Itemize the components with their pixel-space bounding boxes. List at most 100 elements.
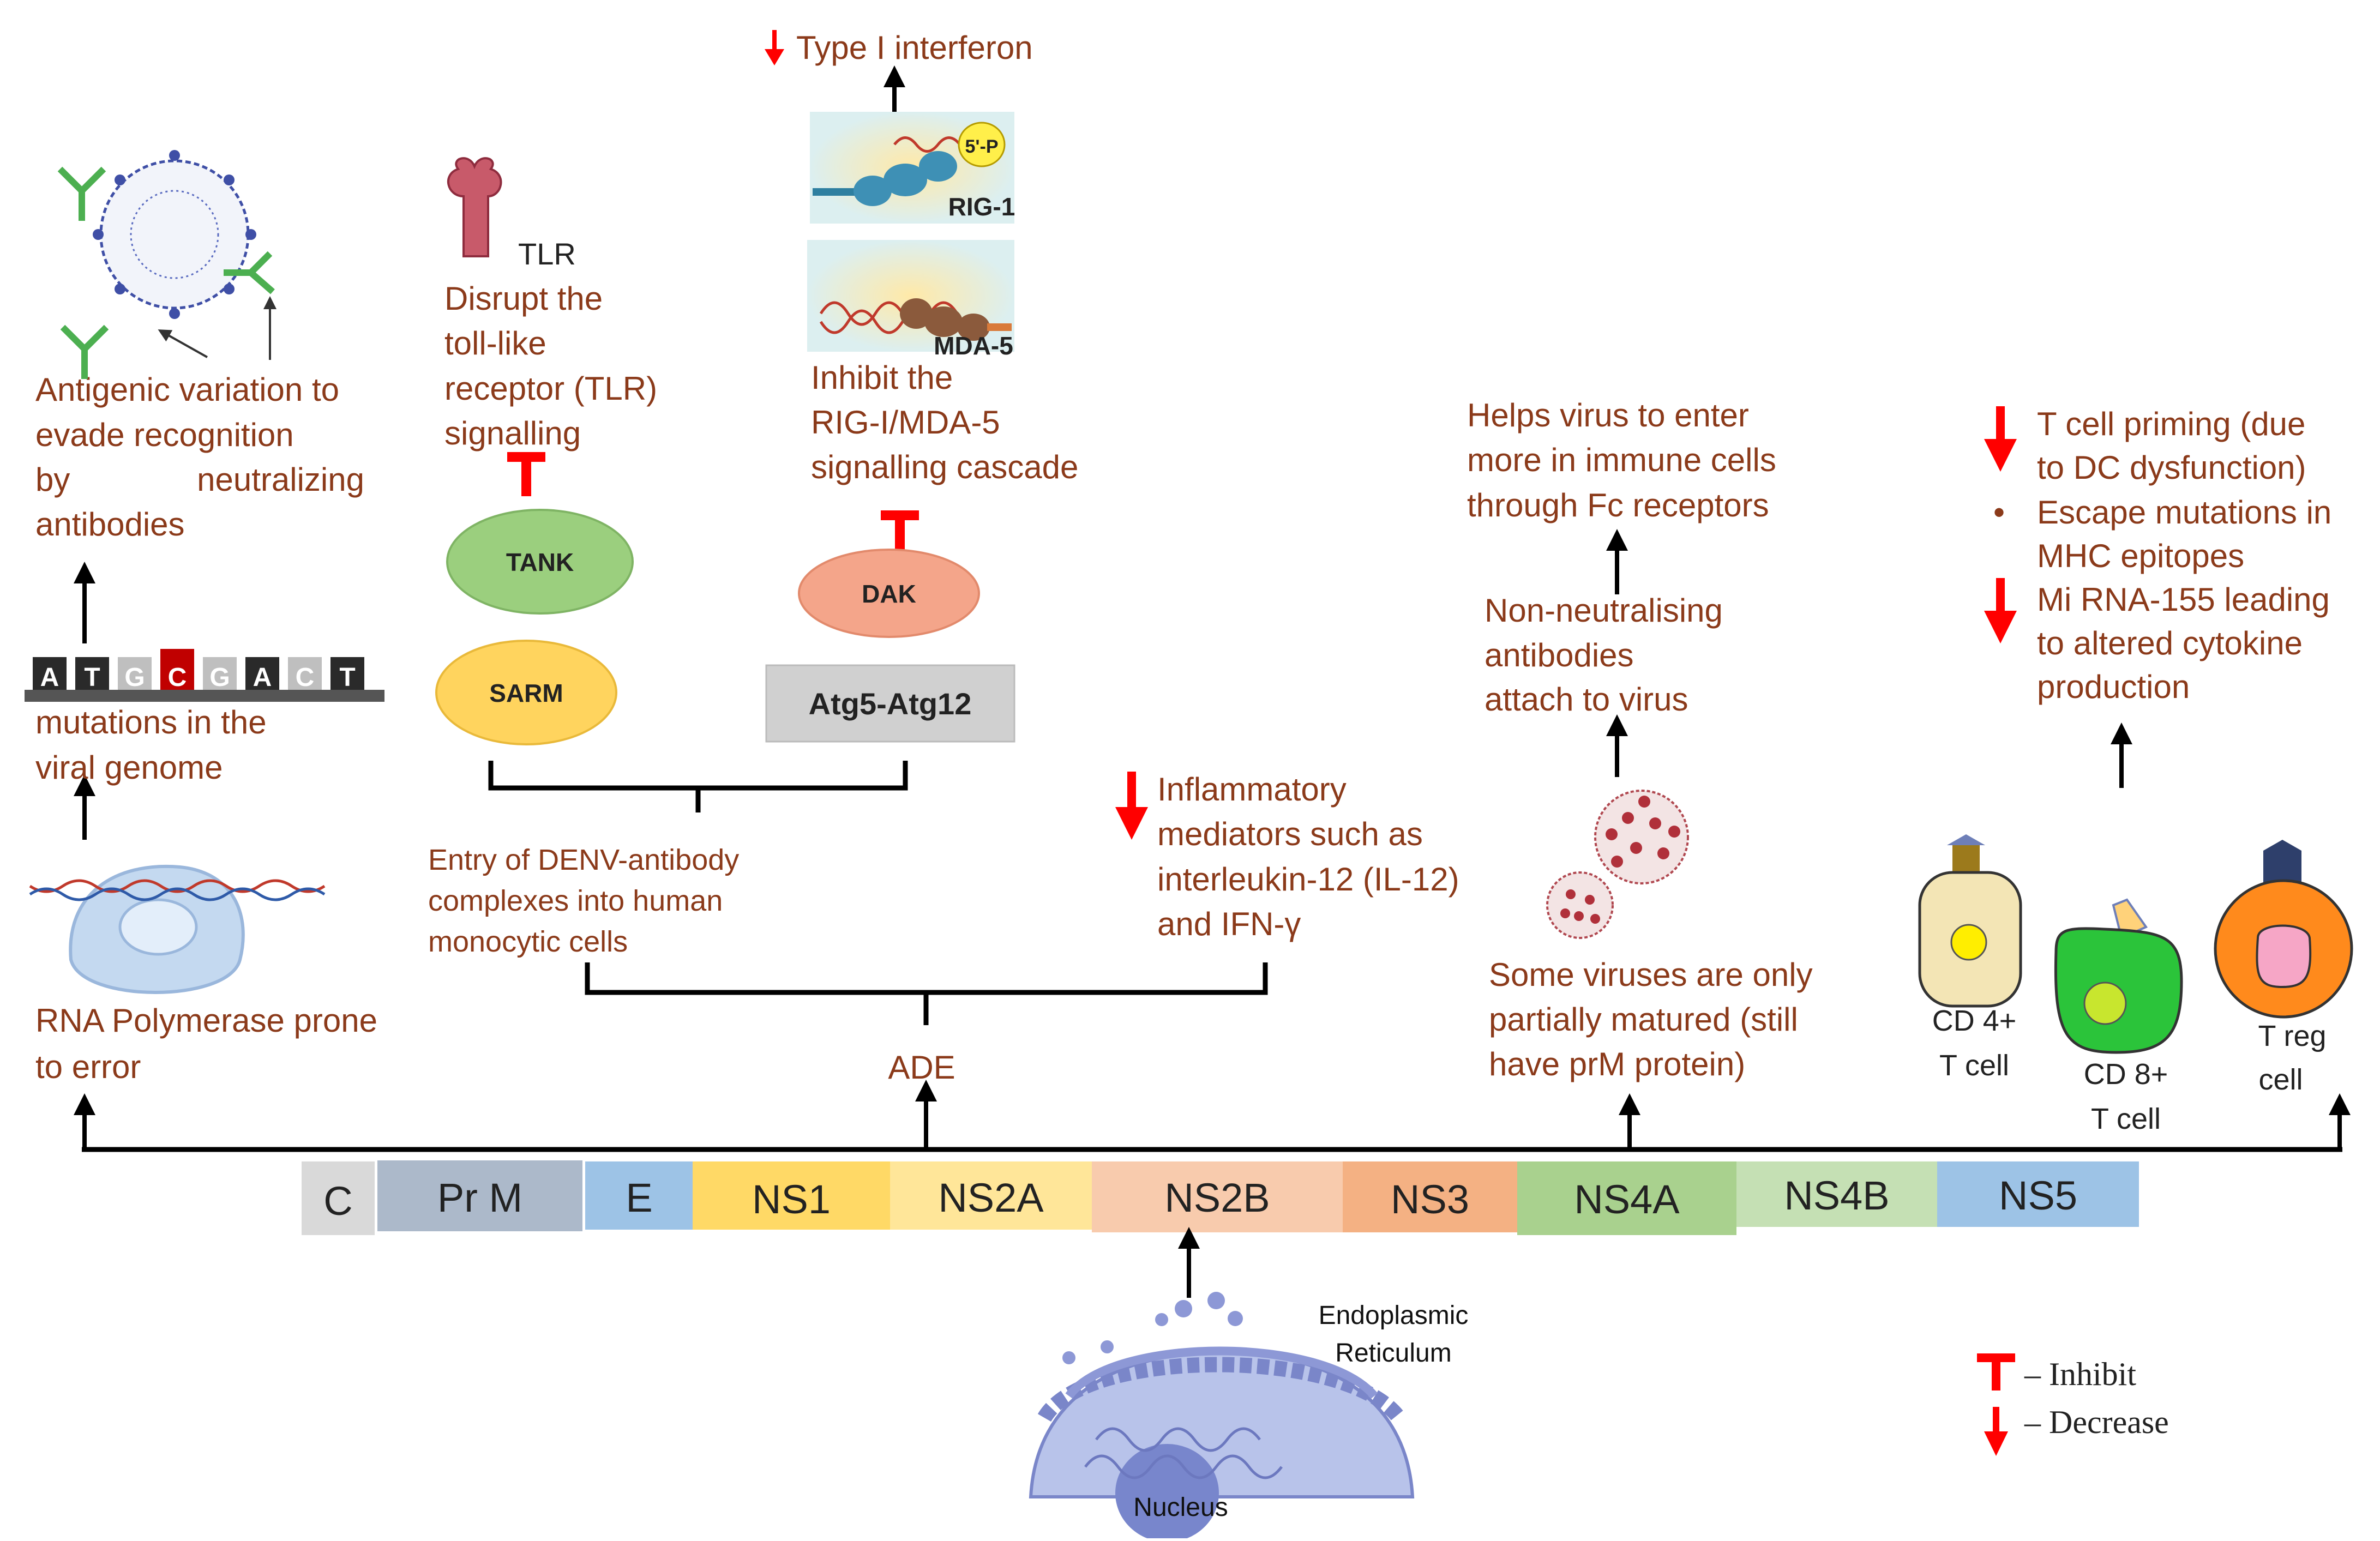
atg-label: Atg5-Atg12 — [809, 687, 972, 721]
tlr-receptor-icon — [447, 157, 502, 257]
inflam-line1: Inflammatory — [1157, 771, 1347, 808]
rig1-cap-label: 5'-P — [965, 136, 999, 157]
mutations-line2: viral genome — [35, 749, 223, 786]
tcell-line1: T cell priming (due — [2037, 406, 2305, 442]
main-baseline — [74, 1080, 2351, 1152]
inflam-line3: interleukin-12 (IL-12) — [1157, 861, 1459, 898]
escape-bullet: • — [1993, 494, 2005, 531]
tank-node — [446, 509, 634, 615]
inflam-line2: mediators such as — [1157, 816, 1423, 852]
treg-cell-icon — [2214, 840, 2353, 1019]
dna-box-g1 — [118, 657, 152, 690]
type1-interferon: Type I interferon — [796, 29, 1033, 66]
decrease-arrow-ifn — [765, 30, 784, 65]
dna-letter-t2: T — [339, 663, 355, 692]
mirna-line3: production — [2037, 669, 2190, 705]
er-nucleus-illustration — [1029, 1227, 1415, 1541]
antigenic-line2: evade recognition — [35, 417, 294, 453]
segment-ns4a — [1517, 1161, 1736, 1235]
helps-line1: Helps virus to enter — [1467, 397, 1749, 434]
segment-ns4b-label: NS4B — [1784, 1173, 1889, 1218]
segment-prm — [377, 1160, 582, 1231]
inhibit-icon-rig — [881, 510, 919, 553]
rig1-label: RIG-1 — [948, 192, 1015, 221]
mirna-line2: to altered cytokine — [2037, 625, 2303, 661]
rna-polymerase-line2: to error — [35, 1049, 141, 1085]
inhibit-icon-tlr — [507, 452, 545, 496]
legend-inhibit-icon — [1977, 1353, 2015, 1390]
tank-label: TANK — [506, 548, 574, 576]
segment-c — [302, 1161, 375, 1235]
nonneut-line3: attach to virus — [1485, 681, 1688, 718]
nonneut-line1: Non-neutralising — [1485, 592, 1723, 629]
partial-line1: Some viruses are only — [1489, 956, 1813, 993]
dna-letter-c-mutated: C — [168, 663, 187, 692]
segment-ns3-label: NS3 — [1391, 1177, 1469, 1222]
bracket-lower — [585, 962, 1268, 1025]
ade-label: ADE — [888, 1049, 955, 1086]
inflam-line4: and IFN-γ — [1157, 906, 1301, 942]
dak-node — [798, 549, 980, 638]
dna-box-a — [33, 657, 67, 690]
tlr-label: TLR — [518, 237, 576, 271]
immature-virus-illustration — [1546, 790, 1689, 939]
helps-line3: through Fc receptors — [1467, 487, 1769, 523]
er-label-1: Endoplasmic — [1319, 1301, 1469, 1330]
antigenic-line3b: neutralizing — [197, 461, 364, 498]
mda5-label: MDA-5 — [934, 332, 1013, 360]
segment-ns4b — [1736, 1161, 1937, 1227]
segment-ns5 — [1937, 1161, 2139, 1227]
segment-ns2b-label: NS2B — [1164, 1175, 1270, 1220]
dna-box-g2 — [203, 657, 237, 690]
decrease-arrow-tcell — [1984, 406, 2017, 472]
cd4-label-2: T cell — [1939, 1049, 2009, 1082]
cd4-label-1: CD 4+ — [1932, 1004, 2017, 1037]
segment-ns1-label: NS1 — [752, 1177, 831, 1222]
legend-decrease-label: – Decrease — [2024, 1404, 2169, 1440]
legend: – Inhibit – Decrease — [1977, 1353, 2169, 1456]
segment-ns2a — [890, 1161, 1092, 1230]
tlr-text-line3: receptor (TLR) — [444, 370, 657, 407]
nucleus-label: Nucleus — [1133, 1493, 1228, 1522]
antigenic-line1: Antigenic variation to — [35, 371, 339, 408]
treg-label-1: T reg — [2258, 1020, 2326, 1052]
partial-line2: partially matured (still — [1489, 1001, 1798, 1038]
cd4-tcell-icon — [1918, 834, 2022, 1008]
dna-box-t2 — [330, 657, 364, 690]
antigenic-line3a: by — [35, 461, 70, 498]
dna-letter-g1: G — [124, 663, 145, 692]
polymerase-illustration — [29, 865, 326, 994]
dna-letter-a: A — [40, 663, 59, 692]
segment-prm-label: Pr M — [437, 1175, 522, 1220]
entry-line3: monocytic cells — [428, 925, 628, 958]
dak-label: DAK — [862, 580, 916, 608]
cd8-tcell-icon — [2054, 898, 2183, 1054]
decrease-arrow-inflam — [1115, 772, 1148, 840]
atg-box — [765, 664, 1015, 743]
legend-decrease-icon — [1984, 1407, 2008, 1456]
dna-box-a2 — [245, 657, 279, 690]
segment-ns1 — [693, 1161, 890, 1230]
tcell-line2: to DC dysfunction) — [2037, 449, 2306, 486]
rig-text-line2: RIG-I/MDA-5 — [811, 404, 1000, 441]
sarm-label: SARM — [489, 679, 563, 707]
rig-text-line1: Inhibit the — [811, 359, 953, 396]
treg-label-2: cell — [2258, 1063, 2303, 1096]
dna-box-c2 — [288, 657, 322, 690]
tlr-text-line2: toll-like — [444, 325, 546, 362]
segment-e-label: E — [626, 1175, 652, 1220]
dna-box-c-mutated — [160, 649, 194, 690]
cd8-label-2: T cell — [2091, 1103, 2161, 1135]
legend-inhibit-label: – Inhibit — [2024, 1356, 2136, 1392]
er-label-2: Reticulum — [1335, 1339, 1451, 1368]
escape-line2: MHC epitopes — [2037, 538, 2244, 574]
rig-text-line3: signalling cascade — [811, 449, 1078, 485]
segment-e — [585, 1161, 693, 1230]
mutations-line1: mutations in the — [35, 704, 267, 741]
virus-antibody-illustration — [57, 150, 277, 379]
segment-ns4a-label: NS4A — [1574, 1177, 1680, 1222]
tlr-text-line1: Disrupt the — [444, 280, 603, 317]
genome-bar: C Pr M E NS1 NS2A NS2B NS3 NS4A NS4B NS5 — [302, 1160, 2139, 1235]
